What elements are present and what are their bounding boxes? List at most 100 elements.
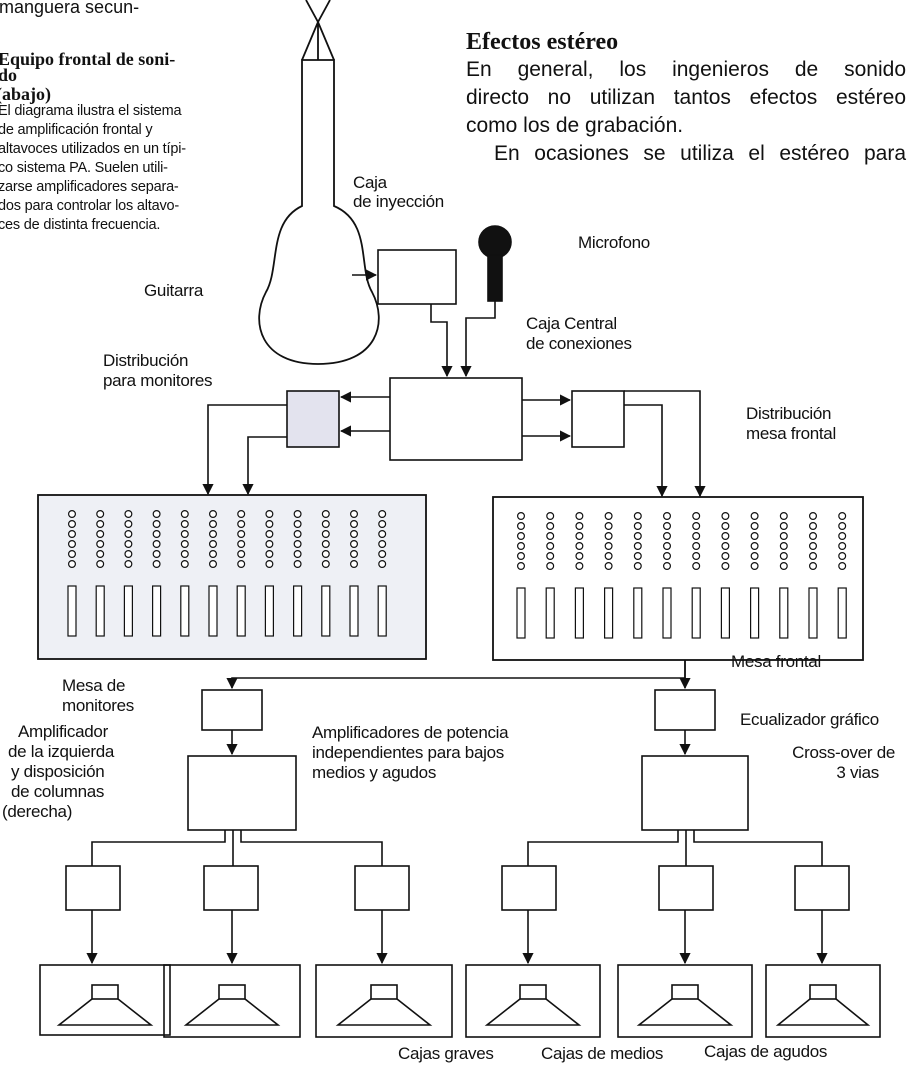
monitor-desk-fader — [321, 585, 331, 637]
foh-desk-knob — [808, 541, 817, 550]
stereo-line-1: En general, los ingenieros de sonido — [466, 58, 906, 81]
monitor-desk-knob — [152, 549, 161, 558]
left-amp-module-2 — [203, 865, 259, 911]
foh-desk-knob — [575, 531, 584, 540]
foh-desk-fader — [779, 587, 789, 639]
left-amplifier-box — [187, 755, 297, 831]
stereo-title: Efectos estéreo — [466, 29, 619, 55]
bass-amp-module — [501, 865, 557, 911]
monitor-desk-knob — [321, 529, 330, 538]
left-amp-module-1 — [65, 865, 121, 911]
foh-desk-knob — [662, 521, 671, 530]
foh-desk-knob — [516, 541, 525, 550]
label-crossover-2: 3 vias — [836, 763, 879, 782]
monitor-desk-knob — [293, 539, 302, 548]
foh-desk-knob — [633, 511, 642, 520]
monitor-desk-fader — [236, 585, 246, 637]
foh-desk-knob — [692, 531, 701, 540]
monitor-desk-knob — [321, 539, 330, 548]
foh-desk-knob — [808, 561, 817, 570]
monitor-desk-knob — [124, 539, 133, 548]
foh-desk-fader — [516, 587, 526, 639]
foh-desk-knob — [633, 521, 642, 530]
monitor-desk-knob — [209, 559, 218, 568]
monitor-desk-fader — [208, 585, 218, 637]
mid-amp-module — [658, 865, 714, 911]
monitor-desk-knob — [321, 549, 330, 558]
microphone-icon — [478, 225, 512, 302]
foh-desk-knob — [546, 511, 555, 520]
monitor-desk-knob — [67, 529, 76, 538]
monitor-desk-knob — [152, 539, 161, 548]
foh-mixing-desk — [492, 496, 864, 661]
label-di-box-2: de inyección — [353, 192, 444, 211]
foh-desk-knob — [546, 561, 555, 570]
foh-desk-knob — [633, 561, 642, 570]
foh-desk-knob — [838, 561, 847, 570]
monitor-desk-knob — [67, 519, 76, 528]
monitor-desk-knob — [209, 539, 218, 548]
caption-line-5: zarse amplificadores separa- — [0, 179, 179, 195]
foh-desk-knob — [721, 551, 730, 560]
foh-desk-knob — [779, 541, 788, 550]
caption-line-3: altavoces utilizados en un típi- — [0, 141, 186, 157]
foh-desk-knob — [516, 561, 525, 570]
di-box — [377, 249, 457, 305]
label-left-amp-5: (derecha) — [2, 802, 73, 821]
stereo-section: Efectos estéreo En general, los ingenier… — [466, 28, 906, 168]
foh-split-box — [571, 390, 625, 448]
foh-desk-knob — [516, 521, 525, 530]
label-power-amps-3: medios y agudos — [312, 763, 437, 782]
monitor-desk-knob — [152, 519, 161, 528]
caption-line-6: dos para controlar los altavo- — [0, 198, 179, 214]
treble-amp-module — [794, 865, 850, 911]
foh-desk-knob — [838, 541, 847, 550]
foh-desk-knob — [808, 511, 817, 520]
monitor-desk-knob — [265, 529, 274, 538]
stereo-line-3: como los de grabación. — [466, 114, 684, 137]
label-foh-split-2: mesa frontal — [746, 424, 836, 443]
label-guitar: Guitarra — [144, 281, 204, 300]
label-monitor-desk-1: Mesa de — [62, 676, 126, 695]
speaker-cabinet-5 — [617, 964, 753, 1038]
foh-desk-knob — [516, 531, 525, 540]
monitor-desk-knob — [378, 529, 387, 538]
foh-desk-knob — [838, 551, 847, 560]
foh-desk-knob — [546, 531, 555, 540]
monitor-desk-knob — [265, 549, 274, 558]
foh-desk-knob — [662, 551, 671, 560]
foh-desk-fader — [662, 587, 672, 639]
foh-desk-knob — [750, 531, 759, 540]
stereo-line-2: directo no utilizan tantos efectos estér… — [466, 86, 906, 109]
foh-desk-knob — [662, 531, 671, 540]
caption-line-4: co sistema PA. Suelen utili- — [0, 160, 168, 176]
monitor-desk-knob — [124, 549, 133, 558]
monitor-desk-knob — [237, 519, 246, 528]
monitor-desk-knob — [237, 559, 246, 568]
foh-desk-knob — [546, 521, 555, 530]
foh-desk-knob — [721, 511, 730, 520]
monitor-desk-knob — [237, 510, 246, 519]
speaker-cabinet-2 — [163, 964, 301, 1038]
monitor-desk-knob — [293, 510, 302, 519]
foh-desk-knob — [750, 551, 759, 560]
monitor-desk-fader — [349, 585, 359, 637]
foh-desk-knob — [662, 511, 671, 520]
monitor-desk-knob — [152, 529, 161, 538]
monitor-desk-knob — [378, 510, 387, 519]
monitor-desk-knob — [321, 559, 330, 568]
monitor-desk-knob — [96, 510, 105, 519]
label-foh-split-1: Distribución — [746, 404, 832, 423]
foh-desk-knob — [692, 541, 701, 550]
monitor-desk-knob — [180, 510, 189, 519]
label-di-box-1: Caja — [353, 173, 387, 192]
left-amp-module-3 — [354, 865, 410, 911]
monitor-desk-knob — [124, 529, 133, 538]
monitor-desk-knob — [378, 549, 387, 558]
monitor-desk-knob — [180, 519, 189, 528]
label-tweeter-cabs: Cajas de agudos — [704, 1042, 828, 1061]
monitor-desk-knob — [209, 519, 218, 528]
monitor-desk-knob — [209, 529, 218, 538]
foh-desk-knob — [750, 521, 759, 530]
